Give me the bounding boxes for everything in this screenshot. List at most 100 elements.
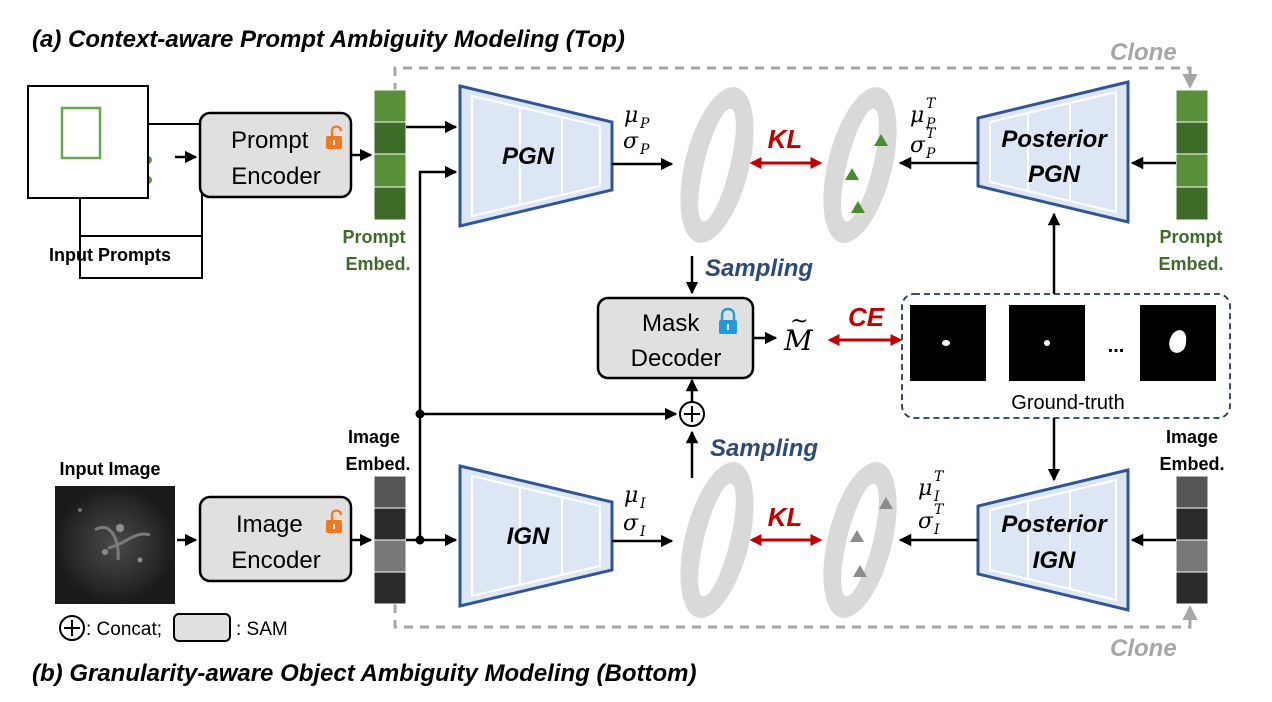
svg-text:μ: μ — [624, 103, 638, 128]
ground-truth-panel: ... Ground-truth — [901, 293, 1231, 419]
posterior-pgn-network: Posterior PGN — [976, 80, 1130, 224]
svg-text:: Concat;: : Concat; — [86, 619, 162, 640]
prompt-embed-right: Prompt Embed. — [1158, 89, 1224, 274]
kl-loss-bottom: KL — [749, 502, 823, 546]
svg-text:PGN: PGN — [502, 143, 555, 170]
svg-text:T: T — [934, 469, 945, 485]
mask-decoder: Mask Decoder — [596, 296, 755, 380]
prompt-encoder: Prompt Encoder — [198, 111, 353, 199]
image-embed-right: Image Embed. — [1159, 427, 1225, 605]
svg-text:T: T — [926, 126, 937, 142]
closed-lock-icon — [719, 307, 737, 334]
prior-distribution-bottom — [680, 461, 754, 619]
posterior-ign-network: Posterior IGN — [976, 468, 1130, 612]
svg-text:μ: μ — [624, 483, 638, 508]
svg-text:σ: σ — [623, 129, 639, 154]
open-lock-icon — [326, 125, 343, 149]
svg-text:I: I — [639, 496, 646, 512]
svg-text:Posterior: Posterior — [1001, 126, 1108, 153]
posterior-distribution-top — [823, 86, 897, 244]
posterior-pgn-params: μ T P σ T P — [910, 96, 937, 162]
svg-text:P: P — [639, 142, 650, 158]
svg-text:M: M — [783, 324, 814, 357]
input-prompts-label: Input Prompts — [49, 245, 171, 265]
concat-icon — [679, 401, 705, 427]
svg-text:I: I — [933, 489, 940, 505]
ign-params: μ I σ I — [623, 483, 646, 540]
svg-text:Posterior: Posterior — [1001, 511, 1108, 538]
svg-text:T: T — [926, 96, 937, 112]
svg-text:σ: σ — [918, 509, 934, 534]
pgn-params: μ P σ P — [623, 103, 650, 158]
triangle-marker-icon — [845, 168, 859, 180]
concat-icon — [59, 615, 85, 641]
svg-text:: SAM: : SAM — [236, 619, 288, 640]
title-bottom: (b) Granularity-aware Object Ambiguity M… — [32, 660, 696, 687]
svg-text:σ: σ — [910, 133, 926, 158]
image-encoder: Image Encoder — [198, 495, 353, 583]
svg-text:I: I — [639, 524, 646, 540]
svg-text:T: T — [934, 502, 945, 518]
triangle-marker-icon — [853, 565, 867, 577]
svg-text:μ: μ — [910, 103, 924, 128]
input-prompts: Input Prompts — [27, 85, 203, 279]
svg-text:KL: KL — [768, 124, 803, 154]
clone-loop-top: Clone — [393, 39, 1198, 92]
sampling-label-top: Sampling — [705, 255, 813, 282]
triangle-marker-icon — [874, 134, 888, 146]
svg-text:Prompt: Prompt — [1160, 227, 1223, 247]
input-image: Input Image — [55, 459, 175, 604]
svg-text:KL: KL — [768, 502, 803, 532]
prompt-embed-left: Prompt Embed. — [343, 89, 411, 274]
svg-text:...: ... — [1108, 335, 1125, 357]
predicted-mask-symbol: M ~ — [783, 309, 814, 357]
svg-text:Image: Image — [236, 511, 303, 538]
prior-distribution-top — [680, 86, 754, 244]
svg-text:Prompt: Prompt — [343, 227, 406, 247]
svg-text:Embed.: Embed. — [345, 454, 410, 474]
svg-text:IGN: IGN — [507, 523, 550, 550]
clone-loop-bottom: Clone — [393, 604, 1198, 662]
svg-text:Encoder: Encoder — [231, 163, 320, 190]
svg-text:Ground-truth: Ground-truth — [1011, 392, 1124, 414]
triangle-marker-icon — [850, 530, 864, 542]
svg-text:Prompt: Prompt — [231, 127, 309, 154]
svg-text:Embed.: Embed. — [1158, 254, 1223, 274]
title-top: (a) Context-aware Prompt Ambiguity Model… — [32, 26, 625, 53]
svg-text:CE: CE — [848, 302, 885, 332]
sam-swatch — [173, 613, 231, 642]
pgn-network: PGN — [458, 84, 614, 228]
posterior-distribution-bottom — [823, 461, 897, 619]
svg-text:Image: Image — [1166, 427, 1218, 447]
legend: : Concat; : SAM — [59, 613, 288, 642]
clone-label-bottom: Clone — [1110, 635, 1177, 662]
svg-text:Embed.: Embed. — [1159, 454, 1224, 474]
posterior-ign-params: μ T I σ T I — [918, 469, 945, 538]
prompt-box — [60, 106, 102, 160]
svg-text:P: P — [925, 146, 936, 162]
svg-text:P: P — [925, 116, 936, 132]
image-embed-left: Image Embed. — [345, 427, 411, 605]
input-image-label: Input Image — [59, 459, 160, 479]
ign-network: IGN — [458, 464, 614, 608]
kl-loss-top: KL — [749, 124, 823, 169]
svg-text:Image: Image — [348, 427, 400, 447]
svg-text:I: I — [933, 522, 940, 538]
svg-text:PGN: PGN — [1028, 161, 1081, 188]
svg-text:Decoder: Decoder — [631, 345, 722, 372]
clone-label-top: Clone — [1110, 39, 1177, 66]
svg-text:Encoder: Encoder — [231, 547, 320, 574]
ce-loss: CE — [827, 302, 903, 346]
svg-text:Embed.: Embed. — [345, 254, 410, 274]
svg-text:IGN: IGN — [1033, 547, 1076, 574]
svg-text:Mask: Mask — [642, 310, 700, 337]
svg-text:~: ~ — [790, 309, 808, 334]
svg-text:σ: σ — [623, 511, 639, 536]
svg-text:P: P — [639, 116, 650, 132]
triangle-marker-icon — [879, 497, 893, 509]
sampling-label-bottom: Sampling — [710, 435, 818, 462]
triangle-marker-icon — [851, 201, 865, 213]
open-lock-icon — [326, 509, 343, 533]
svg-text:μ: μ — [918, 476, 932, 501]
